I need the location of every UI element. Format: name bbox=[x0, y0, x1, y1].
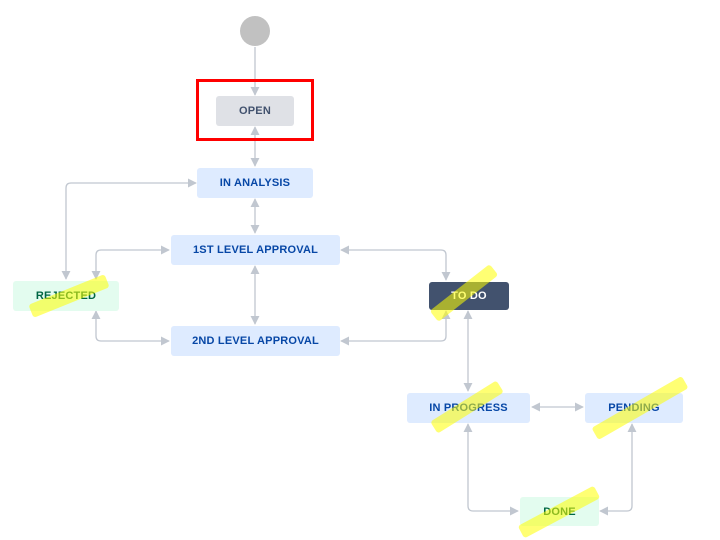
status-to-do[interactable]: TO DO bbox=[429, 282, 509, 310]
edge-first-level-rejected bbox=[91, 245, 170, 280]
edge-done-pending bbox=[599, 423, 637, 516]
status-pending-label: PENDING bbox=[608, 402, 660, 414]
edge-second-level-to-do bbox=[340, 310, 451, 346]
edge-rejected-in-analysis bbox=[61, 178, 197, 280]
status-in-analysis[interactable]: IN ANALYSIS bbox=[197, 168, 313, 198]
status-open-label: OPEN bbox=[239, 105, 271, 117]
status-second-level-approval-label: 2ND LEVEL APPROVAL bbox=[192, 335, 319, 347]
status-second-level-approval[interactable]: 2ND LEVEL APPROVAL bbox=[171, 326, 340, 356]
start-node[interactable] bbox=[240, 16, 270, 46]
status-pending[interactable]: PENDING bbox=[585, 393, 683, 423]
status-open[interactable]: OPEN bbox=[216, 96, 294, 126]
status-to-do-label: TO DO bbox=[451, 290, 487, 302]
edge-rejected-second-level bbox=[91, 310, 170, 346]
status-rejected-label: REJECTED bbox=[35, 290, 97, 302]
status-rejected[interactable]: REJECTED bbox=[13, 281, 119, 311]
status-in-analysis-label: IN ANALYSIS bbox=[219, 177, 291, 189]
status-first-level-approval-label: 1ST LEVEL APPROVAL bbox=[192, 244, 319, 256]
status-in-progress[interactable]: IN PROGRESS bbox=[407, 393, 530, 423]
status-done[interactable]: DONE bbox=[520, 497, 599, 526]
edge-in-progress-done bbox=[463, 423, 519, 516]
status-done-label: DONE bbox=[543, 505, 576, 518]
status-in-progress-label: IN PROGRESS bbox=[429, 402, 508, 414]
status-first-level-approval[interactable]: 1ST LEVEL APPROVAL bbox=[171, 235, 340, 265]
edge-first-level-to-do bbox=[340, 245, 451, 281]
